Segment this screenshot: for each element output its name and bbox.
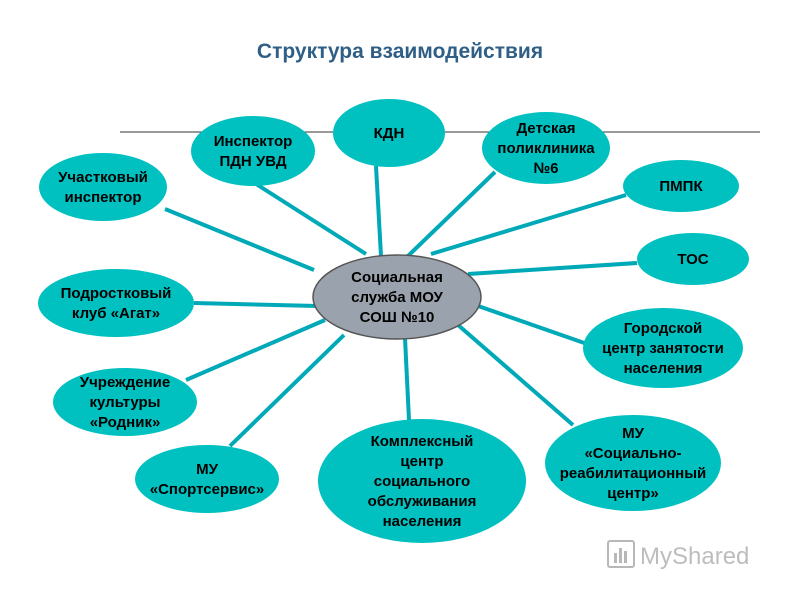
node-social-complex-line-1: Комплексный bbox=[371, 433, 474, 450]
connector-social-complex bbox=[403, 337, 411, 421]
node-district-officer: Участковый инспектор bbox=[39, 153, 167, 221]
node-kdn: КДН bbox=[333, 99, 445, 167]
node-polyclinic-ellipse bbox=[482, 112, 610, 184]
node-social-complex-ellipse bbox=[318, 419, 526, 543]
node-teen-club: Подростковый клуб «Агат» bbox=[38, 269, 194, 337]
node-district-officer-line-1: Участковый bbox=[58, 169, 148, 186]
node-social-complex: Комплексный центр социального обслуживания н… bbox=[318, 419, 526, 543]
node-polyclinic-line-2: поликлиника bbox=[497, 140, 595, 157]
connector-rehab bbox=[448, 316, 575, 427]
node-social-complex-line-3: социального bbox=[374, 473, 470, 490]
node-teen-club-line-2: клуб «Агат» bbox=[72, 305, 160, 322]
connector-district-officer bbox=[164, 207, 315, 272]
node-kdn-ellipse bbox=[333, 99, 445, 167]
connector-pdn bbox=[251, 180, 368, 256]
node-employment-line-2: центр занятости bbox=[602, 340, 724, 357]
node-social-complex-line-4: обслуживания bbox=[368, 493, 477, 510]
node-kdn-line-1: КДН bbox=[374, 125, 405, 142]
myshared-watermark: MyShared bbox=[607, 540, 749, 570]
node-pmpk: ПМПК bbox=[623, 160, 739, 212]
connector-teen-club bbox=[193, 301, 319, 308]
node-tos-line-1: ТОС bbox=[677, 251, 708, 268]
node-rehab-line-4: центр» bbox=[607, 485, 658, 502]
node-pmpk-ellipse bbox=[623, 160, 739, 212]
center-ellipse bbox=[312, 254, 482, 340]
node-pdn-ellipse bbox=[191, 116, 315, 186]
node-rehab-ellipse bbox=[545, 415, 721, 511]
node-social-complex-line-2: центр bbox=[400, 453, 443, 470]
node-culture-line-3: «Родник» bbox=[90, 414, 161, 431]
center-line-3: СОШ №10 bbox=[360, 309, 435, 326]
node-district-officer-line-2: инспектор bbox=[64, 189, 141, 206]
node-culture-ellipse bbox=[53, 368, 197, 436]
node-tos-ellipse bbox=[637, 233, 749, 285]
node-sportservice: МУ «Спортсервис» bbox=[135, 445, 279, 513]
node-rehab-line-2: «Социально- bbox=[584, 445, 681, 462]
watermark-text: MyShared bbox=[640, 543, 749, 570]
node-social-complex-line-5: населения bbox=[383, 513, 462, 530]
center-line-1: Социальная bbox=[351, 269, 443, 286]
connector-culture bbox=[185, 318, 326, 382]
connector-sportservice bbox=[228, 333, 346, 448]
node-culture-line-1: Учреждение bbox=[80, 374, 170, 391]
node-polyclinic-line-1: Детская bbox=[516, 120, 575, 137]
node-teen-club-line-1: Подростковый bbox=[61, 285, 172, 302]
node-rehab: МУ «Социально-реабилитационный центр» bbox=[545, 415, 721, 511]
node-pdn-line-2: ПДН УВД bbox=[219, 153, 286, 170]
center-line-2: служба МОУ bbox=[351, 289, 443, 306]
node-pmpk-line-1: ПМПК bbox=[659, 178, 703, 195]
diagram-title: Структура взаимодействия bbox=[256, 40, 544, 63]
node-teen-club-ellipse bbox=[38, 269, 194, 337]
node-employment-line-3: населения bbox=[624, 360, 703, 377]
node-rehab-line-1: МУ bbox=[622, 425, 644, 442]
node-sportservice-line-2: «Спортсервис» bbox=[150, 481, 265, 498]
connector-kdn bbox=[374, 165, 383, 257]
node-tos: ТОС bbox=[637, 233, 749, 285]
node-employment: Городской центр занятости населения bbox=[583, 308, 743, 388]
connector-pmpk bbox=[430, 193, 627, 256]
connector-polyclinic bbox=[406, 170, 497, 258]
node-pdn-line-1: Инспектор bbox=[214, 133, 293, 150]
node-polyclinic-line-3: №6 bbox=[533, 160, 558, 177]
connectors bbox=[164, 165, 638, 448]
node-rehab-line-3: реабилитационный bbox=[560, 465, 707, 482]
node-district-officer-ellipse bbox=[39, 153, 167, 221]
myshared-logo-icon bbox=[607, 540, 635, 568]
node-employment-ellipse bbox=[583, 308, 743, 388]
node-sportservice-ellipse bbox=[135, 445, 279, 513]
connector-employment bbox=[460, 298, 591, 347]
center-node: Социальная служба МОУ СОШ №10 bbox=[312, 254, 482, 340]
connector-tos bbox=[467, 261, 638, 276]
node-culture: Учреждение культуры «Родник» bbox=[53, 368, 197, 436]
node-culture-line-2: культуры bbox=[90, 394, 161, 411]
node-sportservice-line-1: МУ bbox=[196, 461, 218, 478]
node-employment-line-1: Городской bbox=[624, 320, 702, 337]
node-polyclinic: Детская поликлиника №6 bbox=[482, 112, 610, 184]
